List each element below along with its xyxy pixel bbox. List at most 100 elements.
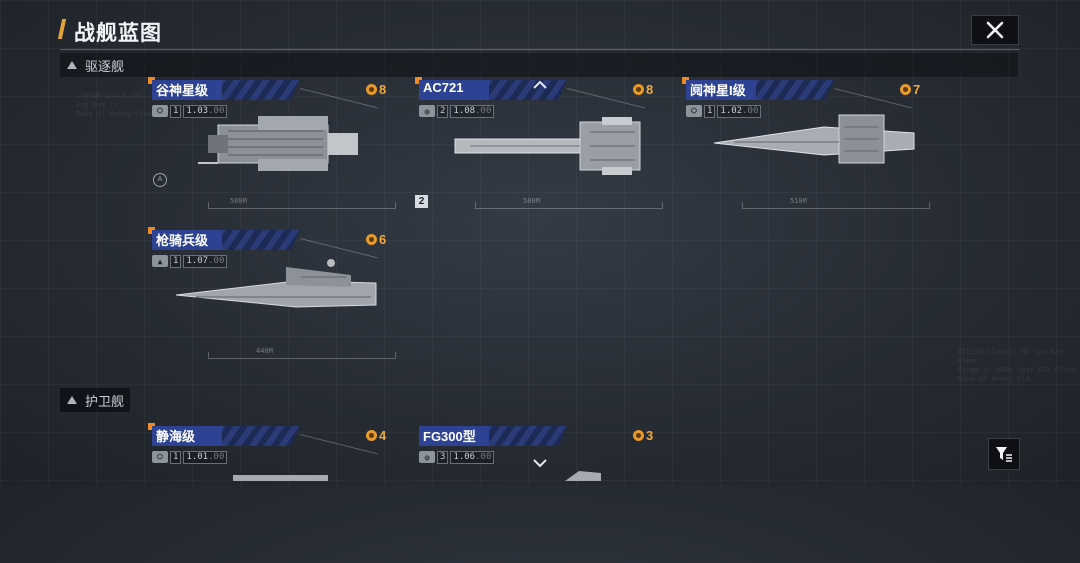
ship-stats: ⛭ 1 1.02.00 bbox=[686, 104, 762, 118]
ship-stats: ◍ 2 1.08.00 bbox=[419, 104, 495, 118]
blueprint-coin-icon bbox=[366, 84, 377, 95]
ship-image bbox=[565, 471, 601, 481]
close-icon bbox=[986, 21, 1004, 39]
version-box: 1.03.00 bbox=[183, 104, 228, 118]
globe-icon: ◍ bbox=[419, 451, 435, 463]
name-bar bbox=[152, 426, 300, 446]
ship-image bbox=[176, 259, 377, 308]
name-bar bbox=[152, 80, 300, 100]
tier-value: 1 bbox=[170, 254, 182, 268]
blueprint-coin-icon bbox=[633, 430, 644, 441]
version-box: 1.06.00 bbox=[450, 450, 495, 464]
ship-stats: ⛭ 1 1.01.00 bbox=[152, 450, 228, 464]
length-ruler bbox=[208, 352, 396, 359]
name-bar bbox=[419, 80, 567, 100]
page-title: 战舰蓝图 bbox=[74, 22, 162, 45]
ship-length: 580M bbox=[230, 197, 247, 205]
count-value: 7 bbox=[913, 82, 921, 97]
ship-name: AC721 bbox=[423, 80, 464, 95]
filter-icon bbox=[996, 447, 1012, 462]
ship-name: 谷神星级 bbox=[156, 83, 209, 98]
count-value: 6 bbox=[379, 232, 387, 247]
new-marker bbox=[148, 423, 155, 430]
version-box: 1.08.00 bbox=[450, 104, 495, 118]
section-label: 驱逐舰 bbox=[85, 58, 125, 74]
blueprint-coin-icon bbox=[633, 84, 644, 95]
carrier-icon: ⛭ bbox=[686, 105, 702, 117]
ship-stats: ◍ 3 1.06.00 bbox=[419, 450, 495, 464]
blueprint-count: 8 bbox=[366, 82, 386, 97]
length-ruler bbox=[208, 202, 396, 209]
tier-value: 1 bbox=[170, 104, 182, 118]
version-suffix: .00 bbox=[208, 255, 225, 266]
count-value: 4 bbox=[379, 428, 387, 443]
ship-card[interactable]: 静海级 4 ⛭ 1 1.01.00 bbox=[148, 423, 394, 563]
blueprint-count: 7 bbox=[900, 82, 920, 97]
ship-name: 阋神星I级 bbox=[690, 83, 746, 98]
scroll-up-chevron-icon[interactable] bbox=[532, 80, 548, 90]
ship-name: 枪骑兵级 bbox=[156, 233, 209, 248]
version-suffix: .00 bbox=[742, 105, 759, 116]
new-marker bbox=[682, 77, 689, 84]
blueprint-coin-icon bbox=[366, 430, 377, 441]
ship-name: 静海级 bbox=[156, 429, 196, 444]
ship-card[interactable]: AC721 8 ◍ 2 1.08.00 2 580M bbox=[415, 77, 663, 217]
carrier-icon: ⛭ bbox=[152, 451, 168, 463]
ship-card[interactable]: 枪骑兵级 6 ▲ 1 1.07.00 440M bbox=[148, 227, 396, 367]
ship-stats: ⛭ 1 1.03.00 bbox=[152, 104, 228, 118]
ship-image bbox=[714, 114, 915, 164]
tier-value: 1 bbox=[704, 104, 716, 118]
blueprint-count: 6 bbox=[366, 232, 386, 247]
missile-icon: ▲ bbox=[152, 255, 168, 267]
ship-card[interactable]: FG300型 3 ◍ 3 1.06.00 bbox=[415, 423, 661, 563]
blueprint-coin-icon bbox=[900, 84, 911, 95]
ship-length: 510M bbox=[790, 197, 807, 205]
ship-image bbox=[454, 117, 641, 175]
new-marker bbox=[148, 77, 155, 84]
count-value: 8 bbox=[379, 82, 387, 97]
version-value: 1.03 bbox=[186, 105, 209, 116]
count-value: 3 bbox=[646, 428, 654, 443]
ship-length: 440M bbox=[256, 347, 273, 355]
ship-stats: ▲ 1 1.07.00 bbox=[152, 254, 228, 268]
blueprint-count: 3 bbox=[633, 428, 653, 443]
ship-image bbox=[233, 475, 328, 481]
filter-button[interactable] bbox=[988, 438, 1020, 470]
blueprint-count: 8 bbox=[633, 82, 653, 97]
globe-icon: ◍ bbox=[419, 105, 435, 117]
tier-badge: 2 bbox=[415, 195, 428, 208]
version-value: 1.07 bbox=[186, 255, 209, 266]
blueprint-coin-icon bbox=[366, 234, 377, 245]
version-box: 1.07.00 bbox=[183, 254, 228, 268]
blueprint-count: 4 bbox=[366, 428, 386, 443]
ship-card[interactable]: 谷神星级 8 ⛭ 1 1.03.00 A 580M bbox=[148, 77, 396, 217]
version-suffix: .00 bbox=[208, 105, 225, 116]
section-header-frigate[interactable]: 护卫舰 bbox=[60, 388, 130, 412]
ship-name: FG300型 bbox=[423, 429, 476, 444]
name-bar bbox=[152, 230, 300, 250]
version-box: 1.02.00 bbox=[717, 104, 762, 118]
collapse-arrow-icon bbox=[67, 61, 77, 69]
version-box: 1.01.00 bbox=[183, 450, 228, 464]
section-label: 护卫舰 bbox=[85, 393, 125, 409]
tier-value: 2 bbox=[437, 104, 449, 118]
name-bar bbox=[419, 426, 567, 446]
ship-length: 580M bbox=[523, 197, 540, 205]
title-accent bbox=[57, 19, 67, 39]
length-ruler bbox=[475, 202, 663, 209]
scroll-down-chevron-icon[interactable] bbox=[532, 458, 548, 468]
decorative-text: LCNSDR DIALS Shi..Eng Dim rr..Base of He… bbox=[76, 92, 161, 118]
tier-value: 1 bbox=[170, 450, 182, 464]
version-suffix: .00 bbox=[475, 105, 492, 116]
section-header-destroyer[interactable]: 驱逐舰 bbox=[60, 52, 1018, 77]
version-suffix: .00 bbox=[208, 451, 225, 462]
carrier-icon: ⛭ bbox=[152, 105, 168, 117]
close-button[interactable] bbox=[971, 15, 1019, 45]
version-value: 1.06 bbox=[453, 451, 476, 462]
collapse-arrow-icon bbox=[67, 396, 77, 404]
length-ruler bbox=[742, 202, 930, 209]
ship-card[interactable]: 阋神星I级 7 ⛭ 1 1.02.00 510M bbox=[682, 77, 930, 217]
new-marker bbox=[415, 77, 422, 84]
ship-image bbox=[198, 116, 358, 171]
